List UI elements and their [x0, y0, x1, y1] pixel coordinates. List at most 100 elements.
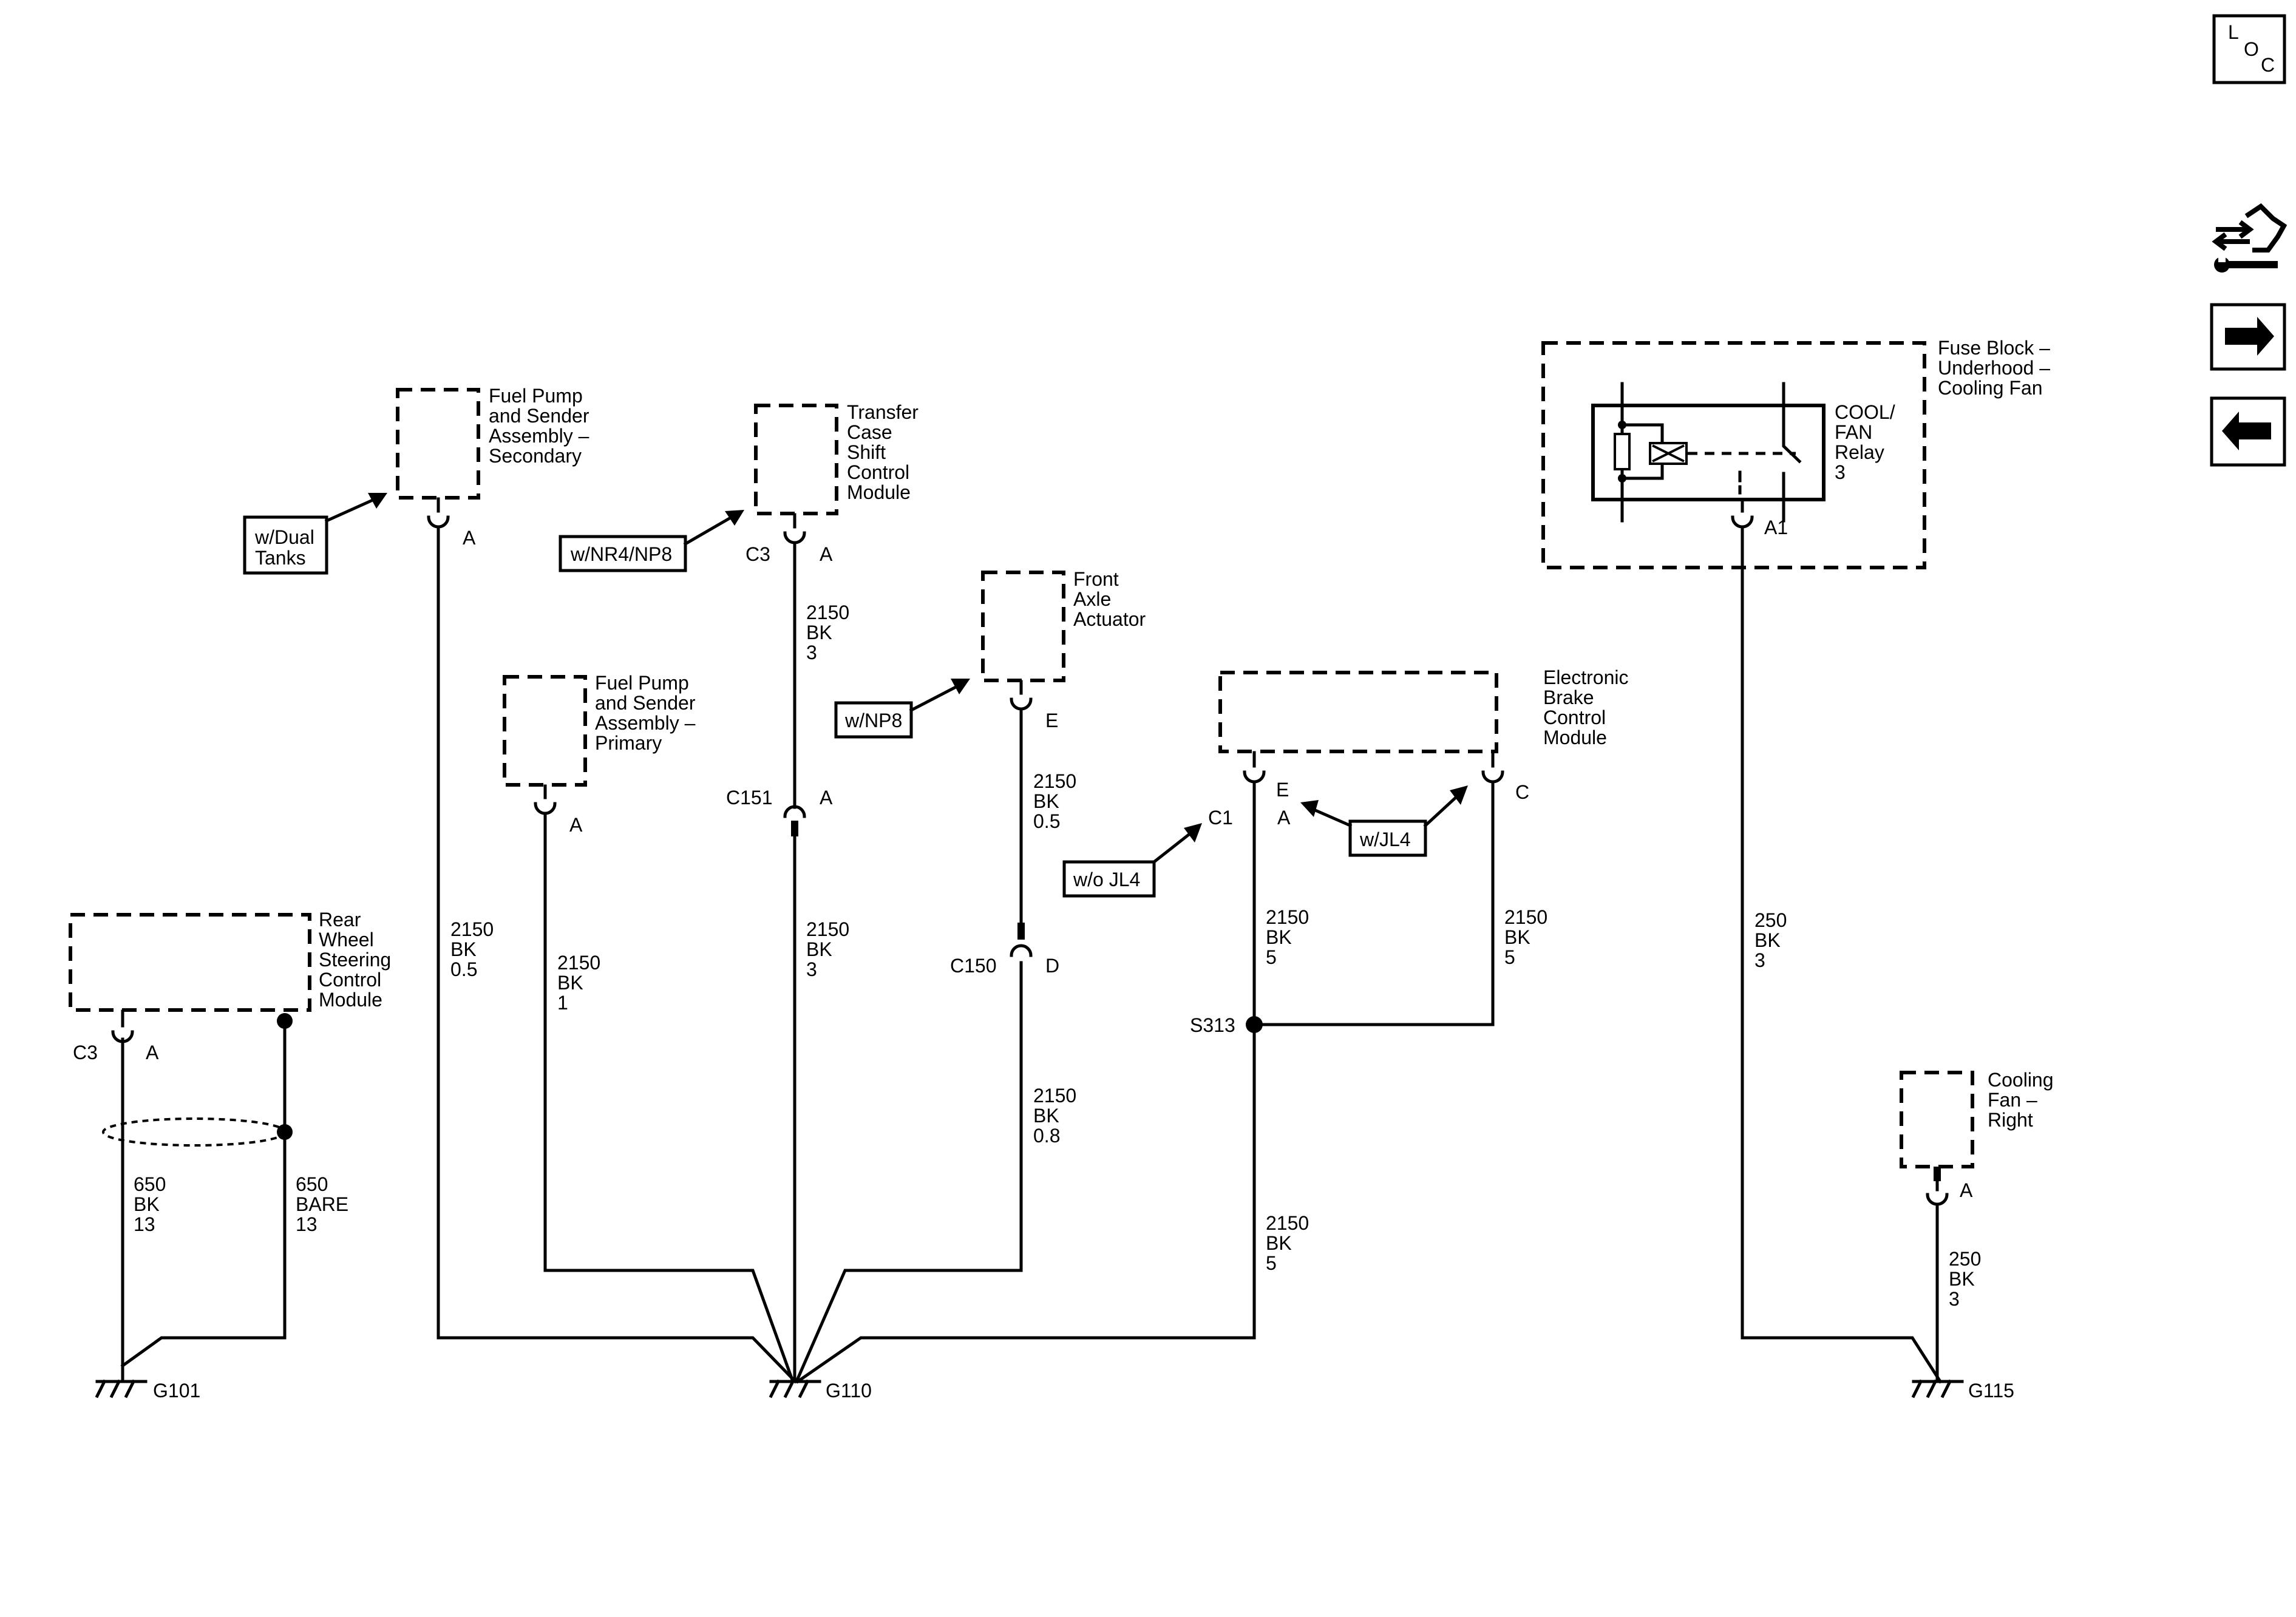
svg-text:0.5: 0.5 [1033, 810, 1060, 832]
tc-connector-c3-a: C3 A [746, 513, 833, 565]
wire-650-bare-label: 650 BARE 13 [296, 1173, 348, 1235]
svg-text:E: E [1276, 779, 1289, 801]
option-without-jl4[interactable]: w/o JL4 [1062, 860, 1156, 898]
svg-text:Axle: Axle [1073, 588, 1111, 610]
option-with-jl4[interactable]: w/JL4 [1348, 819, 1427, 857]
svg-text:A: A [1277, 807, 1291, 829]
splice-s313[interactable] [1246, 1016, 1263, 1033]
svg-text:2150: 2150 [1266, 1212, 1309, 1234]
splice-s313-label: S313 [1190, 1014, 1235, 1036]
svg-text:2150: 2150 [450, 918, 494, 940]
svg-text:COOL/: COOL/ [1835, 401, 1895, 423]
rear-steer-label-1: Rear [319, 909, 361, 931]
svg-text:Fuel Pump: Fuel Pump [595, 672, 689, 694]
svg-text:BK: BK [1504, 926, 1530, 948]
inline-connector-c150[interactable]: C150 D [950, 923, 1059, 977]
loc-button[interactable]: L O C [2212, 14, 2286, 84]
fuse-block-underhood-cooling-fan[interactable]: Fuse Block – Underhood – Cooling Fan [1541, 337, 2050, 569]
fp-primary-connector-a: A [534, 784, 583, 836]
svg-text:650: 650 [134, 1173, 166, 1195]
svg-text:w/NP8: w/NP8 [844, 710, 902, 731]
svg-text:w/JL4: w/JL4 [1359, 829, 1411, 850]
svg-text:w/Dual: w/Dual [254, 526, 314, 548]
front-axle-actuator[interactable]: Front Axle Actuator [981, 568, 1146, 682]
next-page-button[interactable] [2210, 303, 2286, 371]
svg-text:250: 250 [1949, 1248, 1981, 1270]
svg-text:0.5: 0.5 [450, 958, 477, 980]
svg-text:Module: Module [1543, 727, 1607, 748]
connector-view-button[interactable] [2210, 200, 2289, 279]
wire-s313-lower-label: 2150 BK 5 [1266, 1212, 1309, 1274]
svg-text:C150: C150 [950, 955, 997, 977]
svg-text:3: 3 [1949, 1288, 1960, 1310]
wire-2150-bk-0-5-secondary [436, 525, 798, 1384]
svg-text:250: 250 [1754, 909, 1787, 931]
svg-text:BK: BK [1266, 926, 1292, 948]
ebcm-connector-c: C [1481, 751, 1529, 803]
loc-letter-c: C [2261, 54, 2275, 76]
rear-steer-label-5: Module [319, 989, 382, 1011]
option-dual-tanks[interactable]: w/Dual Tanks [243, 515, 328, 575]
svg-text:A1: A1 [1764, 517, 1788, 538]
svg-text:BK: BK [1033, 790, 1059, 812]
wire-2150-bk-1-primary [543, 812, 795, 1384]
svg-text:w/o JL4: w/o JL4 [1073, 869, 1140, 890]
transfer-case-shift-control-module[interactable]: Transfer Case Shift Control Module [754, 401, 919, 515]
svg-text:5: 5 [1266, 1252, 1277, 1274]
svg-text:3: 3 [1835, 461, 1846, 483]
rear-wheel-steering-control-module[interactable]: Rear Wheel Steering Control Module [69, 909, 391, 1012]
previous-page-button[interactable] [2210, 396, 2286, 467]
arrow-head [368, 493, 387, 509]
arrow-head [1300, 800, 1319, 817]
svg-text:Tanks: Tanks [255, 547, 306, 569]
svg-text:BK: BK [1266, 1232, 1292, 1254]
svg-text:BK: BK [134, 1193, 160, 1215]
svg-text:Fuel Pump: Fuel Pump [489, 385, 583, 407]
svg-text:C: C [1515, 781, 1529, 803]
svg-text:G110: G110 [826, 1380, 872, 1402]
svg-text:Assembly –: Assembly – [595, 712, 696, 734]
fuel-pump-sender-secondary[interactable]: Fuel Pump and Sender Assembly – Secondar… [396, 385, 589, 500]
arrow-head [725, 510, 744, 526]
svg-text:D: D [1045, 955, 1059, 977]
svg-text:Control: Control [847, 461, 909, 483]
svg-text:Module: Module [847, 481, 911, 503]
arrow-head [1184, 823, 1202, 842]
fa-connector-e: E [1010, 680, 1058, 731]
wire-650-bk-label: 650 BK 13 [134, 1173, 166, 1235]
previous-page-icon [2222, 412, 2271, 450]
svg-text:BK: BK [1754, 929, 1781, 951]
wire-250-bk-3-relay [1741, 525, 1943, 1384]
option-nr4-np8[interactable]: w/NR4/NP8 [559, 535, 687, 572]
ground-g110[interactable]: G110 [769, 1379, 872, 1402]
svg-text:BK: BK [806, 938, 832, 960]
svg-text:BK: BK [1033, 1105, 1059, 1127]
svg-text:Relay: Relay [1835, 441, 1884, 463]
fuel-pump-sender-primary[interactable]: Fuel Pump and Sender Assembly – Primary [503, 672, 696, 787]
next-page-icon [2225, 317, 2274, 356]
svg-text:Primary: Primary [595, 732, 662, 754]
wire-fa-upper-label: 2150 BK 0.5 [1033, 770, 1076, 832]
option-np8[interactable]: w/NP8 [834, 701, 913, 739]
svg-text:G101: G101 [153, 1380, 200, 1402]
wire-fa-lower-label: 2150 BK 0.8 [1033, 1085, 1076, 1147]
svg-text:Electronic: Electronic [1543, 666, 1629, 688]
svg-text:C1: C1 [1208, 807, 1233, 829]
cool-fan-relay[interactable]: COOL/ FAN Relay 3 [1591, 382, 1895, 523]
svg-text:5: 5 [1266, 946, 1277, 968]
svg-text:A: A [569, 814, 583, 836]
electronic-brake-control-module[interactable]: Electronic Brake Control Module [1218, 666, 1629, 753]
svg-text:C3: C3 [73, 1042, 98, 1063]
cooling-fan-right[interactable]: Cooling Fan – Right [1900, 1069, 2054, 1181]
wire-tc-upper-label: 2150 BK 3 [806, 602, 849, 663]
connector-view-icon [2212, 203, 2288, 273]
ebcm-connector-e: E C1 A [1208, 751, 1291, 829]
wire-fan-label: 250 BK 3 [1949, 1248, 1981, 1310]
svg-text:0.8: 0.8 [1033, 1125, 1060, 1147]
ground-g101[interactable]: G101 [95, 1379, 200, 1402]
svg-text:2150: 2150 [1033, 770, 1076, 792]
rear-steer-label-4: Control [319, 969, 381, 991]
rear-steer-label-2: Wheel [319, 929, 374, 951]
inline-connector-c151[interactable]: C151 A [726, 787, 833, 836]
ground-g115[interactable]: G115 [1911, 1379, 2014, 1402]
